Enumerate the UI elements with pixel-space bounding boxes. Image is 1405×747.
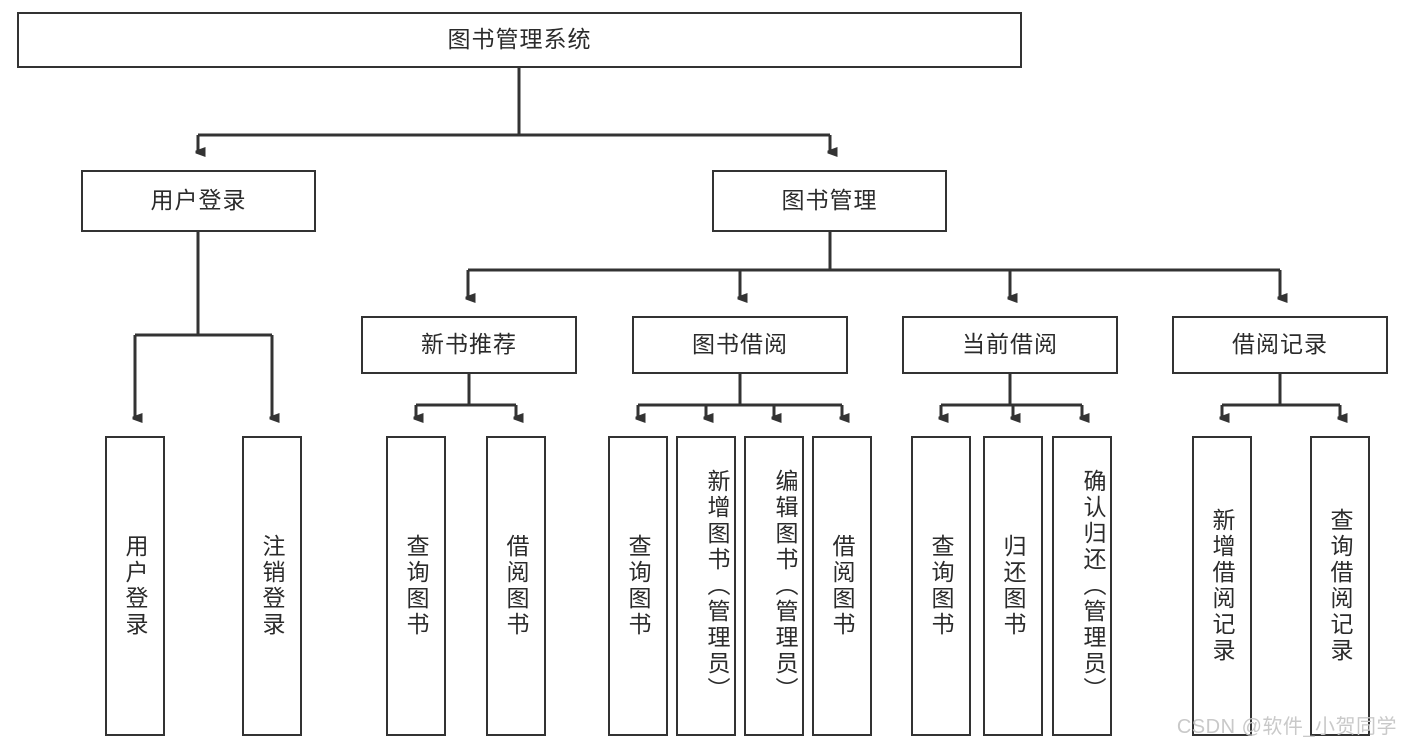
node-current-borrow[interactable]: 当前借阅	[902, 316, 1118, 374]
node-leaf-query-book-rec[interactable]: 查询图书	[386, 436, 446, 736]
node-leaf-user-login[interactable]: 用户登录	[105, 436, 165, 736]
node-root[interactable]: 图书管理系统	[17, 12, 1022, 68]
node-current-borrow-label: 当前借阅	[962, 331, 1058, 358]
node-leaf-query-book[interactable]: 查询图书	[608, 436, 668, 736]
node-leaf-borrow-book[interactable]: 借阅图书	[812, 436, 872, 736]
node-user-login-label: 用户登录	[150, 187, 247, 214]
node-leaf-confirm-return[interactable]: 确认归还（管理员）	[1052, 436, 1112, 736]
node-leaf-confirm-return-label: 确认归还（管理员）	[1080, 469, 1106, 703]
node-leaf-query-book-cur[interactable]: 查询图书	[911, 436, 971, 736]
node-leaf-borrow-book-rec[interactable]: 借阅图书	[486, 436, 546, 736]
node-book-borrow-label: 图书借阅	[692, 331, 788, 358]
node-leaf-return-book[interactable]: 归还图书	[983, 436, 1043, 736]
node-leaf-logout[interactable]: 注销登录	[242, 436, 302, 736]
node-leaf-add-book-label: 新增图书（管理员）	[704, 469, 730, 703]
node-book-manage[interactable]: 图书管理	[712, 170, 947, 232]
node-leaf-add-book[interactable]: 新增图书（管理员）	[676, 436, 736, 736]
node-leaf-user-login-label: 用户登录	[122, 534, 148, 638]
node-leaf-edit-book-label: 编辑图书（管理员）	[772, 469, 798, 703]
node-root-label: 图书管理系统	[447, 26, 592, 53]
node-leaf-query-record-label: 查询借阅记录	[1327, 508, 1353, 664]
node-book-manage-label: 图书管理	[781, 187, 878, 214]
node-leaf-query-book-label: 查询图书	[625, 534, 651, 638]
node-new-book-rec-label: 新书推荐	[421, 331, 517, 358]
node-leaf-query-book-cur-label: 查询图书	[928, 534, 954, 638]
node-leaf-borrow-book-rec-label: 借阅图书	[503, 534, 529, 638]
node-leaf-edit-book[interactable]: 编辑图书（管理员）	[744, 436, 804, 736]
watermark: CSDN @软件_小贺同学	[1176, 716, 1397, 738]
node-new-book-rec[interactable]: 新书推荐	[361, 316, 577, 374]
node-leaf-borrow-book-label: 借阅图书	[829, 534, 855, 638]
node-leaf-add-record[interactable]: 新增借阅记录	[1192, 436, 1252, 736]
node-leaf-return-book-label: 归还图书	[1000, 534, 1026, 638]
node-leaf-logout-label: 注销登录	[259, 534, 285, 638]
node-book-borrow[interactable]: 图书借阅	[632, 316, 848, 374]
node-leaf-query-record[interactable]: 查询借阅记录	[1310, 436, 1370, 736]
node-leaf-query-book-rec-label: 查询图书	[403, 534, 429, 638]
node-borrow-record[interactable]: 借阅记录	[1172, 316, 1388, 374]
node-borrow-record-label: 借阅记录	[1232, 331, 1328, 358]
node-user-login[interactable]: 用户登录	[81, 170, 316, 232]
node-leaf-add-record-label: 新增借阅记录	[1209, 508, 1235, 664]
